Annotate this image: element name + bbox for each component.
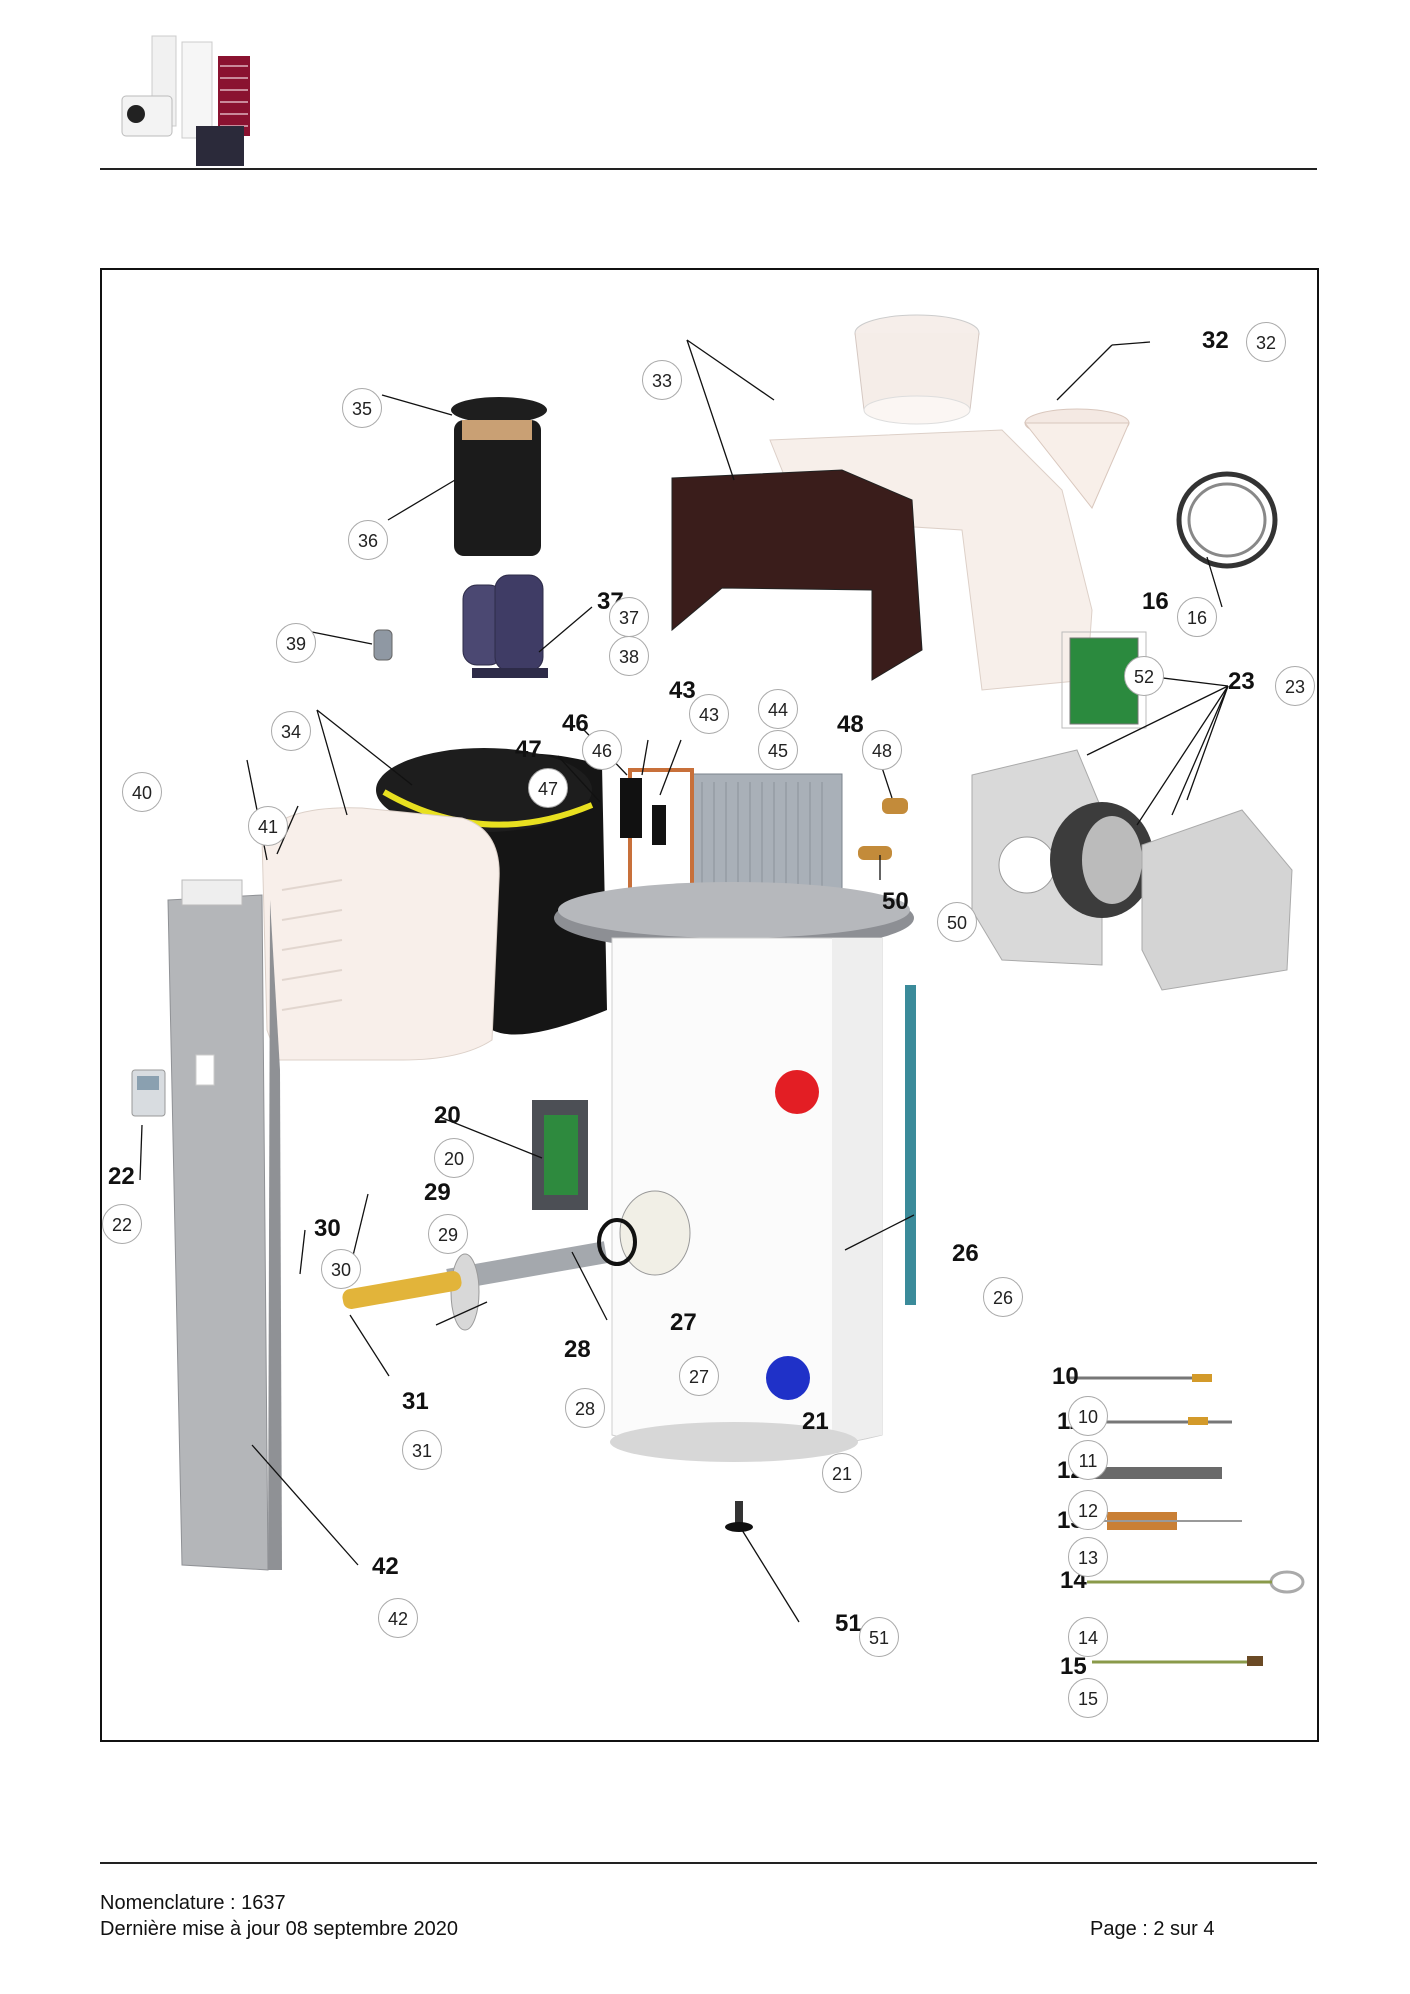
ref-bubble-36: 36 (348, 520, 388, 560)
callout-30: 30 (314, 1215, 341, 1242)
ref-bubble-31: 31 (402, 1430, 442, 1470)
header-rule (100, 168, 1317, 170)
ref-bubble-38: 38 (609, 636, 649, 676)
ref-bubble-13: 13 (1068, 1537, 1108, 1577)
ref-bubble-37: 37 (609, 597, 649, 637)
ref-bubble-32: 32 (1246, 322, 1286, 362)
callout-46: 46 (562, 710, 589, 737)
ref-bubble-43: 43 (689, 694, 729, 734)
ref-bubble-11: 11 (1068, 1440, 1108, 1480)
ref-bubble-48: 48 (862, 730, 902, 770)
ref-bubble-44: 44 (758, 689, 798, 729)
callout-51: 51 (835, 1610, 862, 1637)
ref-bubble-41: 41 (248, 806, 288, 846)
ref-bubble-16: 16 (1177, 597, 1217, 637)
callout-26: 26 (952, 1240, 979, 1267)
ref-bubble-51: 51 (859, 1617, 899, 1657)
ref-bubble-42: 42 (378, 1598, 418, 1638)
last-update-text: Dernière mise à jour 08 septembre 2020 (100, 1918, 458, 1940)
callout-22: 22 (108, 1163, 135, 1190)
callout-31: 31 (402, 1388, 429, 1415)
callout-15: 15 (1060, 1653, 1087, 1680)
ref-bubble-15: 15 (1068, 1678, 1108, 1718)
footer-rule (100, 1862, 1317, 1864)
ref-bubble-46: 46 (582, 730, 622, 770)
ref-bubble-28: 28 (565, 1388, 605, 1428)
ref-bubble-22: 22 (102, 1204, 142, 1244)
ref-bubble-21: 21 (822, 1453, 862, 1493)
ref-bubble-50: 50 (937, 902, 977, 942)
callout-47: 47 (515, 736, 542, 763)
ref-bubble-52: 52 (1124, 656, 1164, 696)
ref-bubble-14: 14 (1068, 1617, 1108, 1657)
ref-bubble-34: 34 (271, 711, 311, 751)
callout-21: 21 (802, 1408, 829, 1435)
ref-bubble-12: 12 (1068, 1490, 1108, 1530)
ref-bubble-26: 26 (983, 1277, 1023, 1317)
callout-42: 42 (372, 1553, 399, 1580)
nomenclature-text: Nomenclature : 1637 (100, 1892, 286, 1914)
ref-bubble-30: 30 (321, 1249, 361, 1289)
ref-bubble-23: 23 (1275, 666, 1315, 706)
ref-bubble-27: 27 (679, 1356, 719, 1396)
page-number: Page : 2 sur 4 (1090, 1918, 1215, 1940)
callout-29: 29 (424, 1179, 451, 1206)
brand-logo (121, 35, 250, 166)
callout-10: 10 (1052, 1363, 1079, 1390)
callout-20: 20 (434, 1102, 461, 1129)
callout-23: 23 (1228, 668, 1255, 695)
diagram-artwork (131, 314, 1305, 1666)
ref-bubble-10: 10 (1068, 1396, 1108, 1436)
ref-bubble-45: 45 (758, 730, 798, 770)
callout-28: 28 (564, 1336, 591, 1363)
callout-32: 32 (1202, 327, 1229, 354)
ref-bubble-47: 47 (528, 768, 568, 808)
ref-bubble-40: 40 (122, 772, 162, 812)
callout-27: 27 (670, 1309, 697, 1336)
callout-43: 43 (669, 677, 696, 704)
ref-bubble-20: 20 (434, 1138, 474, 1178)
callout-48: 48 (837, 711, 864, 738)
ref-bubble-35: 35 (342, 388, 382, 428)
callout-16: 16 (1142, 588, 1169, 615)
ref-bubble-29: 29 (428, 1214, 468, 1254)
callout-50: 50 (882, 888, 909, 915)
ref-bubble-33: 33 (642, 360, 682, 400)
ref-bubble-39: 39 (276, 623, 316, 663)
exploded-view-diagram: 32 16 23 37 43 46 47 48 50 20 22 29 30 2… (100, 268, 1319, 1742)
